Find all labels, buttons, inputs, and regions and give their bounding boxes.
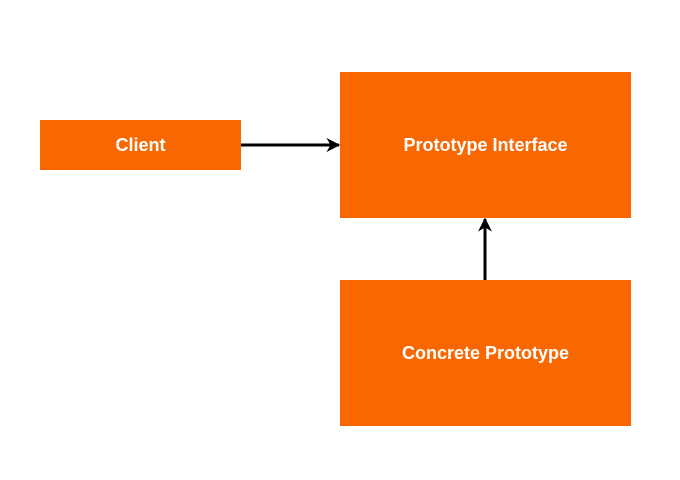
- node-prototype-interface: Prototype Interface: [340, 72, 631, 218]
- node-concrete-prototype: Concrete Prototype: [340, 280, 631, 426]
- node-client: Client: [40, 120, 241, 170]
